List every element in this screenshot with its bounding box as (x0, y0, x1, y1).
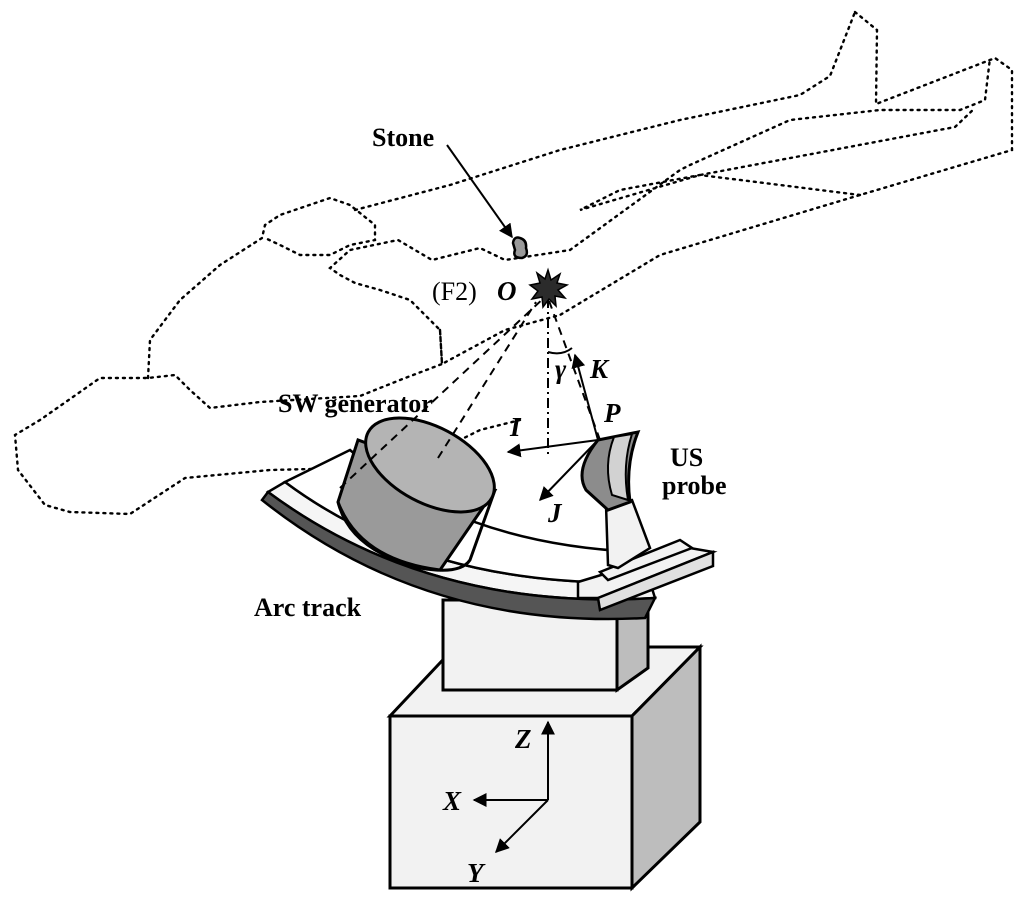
probe-axis-k-arrow (571, 353, 599, 441)
us-probe-carriage (576, 538, 718, 612)
arc-track-label: Arc track (254, 593, 362, 622)
sw-generator-label: SW generator (278, 389, 433, 418)
probe-axis-k-label: K (589, 354, 610, 384)
probe-axis-i-label: I (509, 412, 522, 442)
sw-focus-line-right (339, 295, 547, 489)
stone-shape (511, 236, 529, 260)
sw-generator (336, 416, 498, 572)
probe-axis-j-arrow (539, 439, 599, 502)
probe-point-label: P (603, 398, 621, 428)
probe-sightline (547, 297, 601, 441)
us-probe-label-line1: US (670, 443, 703, 472)
base-axis-z-label: Z (514, 724, 532, 754)
base-axis-x-label: X (442, 786, 462, 816)
angle-gamma-label: γ (555, 354, 567, 384)
base-axis-y-arrow (495, 799, 549, 853)
gamma-arc (547, 347, 573, 355)
sw-focus-line-left (437, 301, 537, 459)
focus-tag-label: (F2) (432, 277, 477, 306)
us-probe-label-line2: probe (662, 471, 727, 500)
stone-pointer-arrow (446, 144, 513, 239)
focus-starburst (528, 267, 570, 309)
patient-outline (13, 10, 1014, 516)
probe-axis-i-arrow (506, 439, 599, 458)
stone-label: Stone (372, 123, 434, 152)
probe-axis-j-label: J (547, 498, 563, 528)
base-axis-y-label: Y (467, 858, 486, 888)
focus-point-label: O (497, 276, 517, 306)
us-probe (580, 429, 652, 570)
